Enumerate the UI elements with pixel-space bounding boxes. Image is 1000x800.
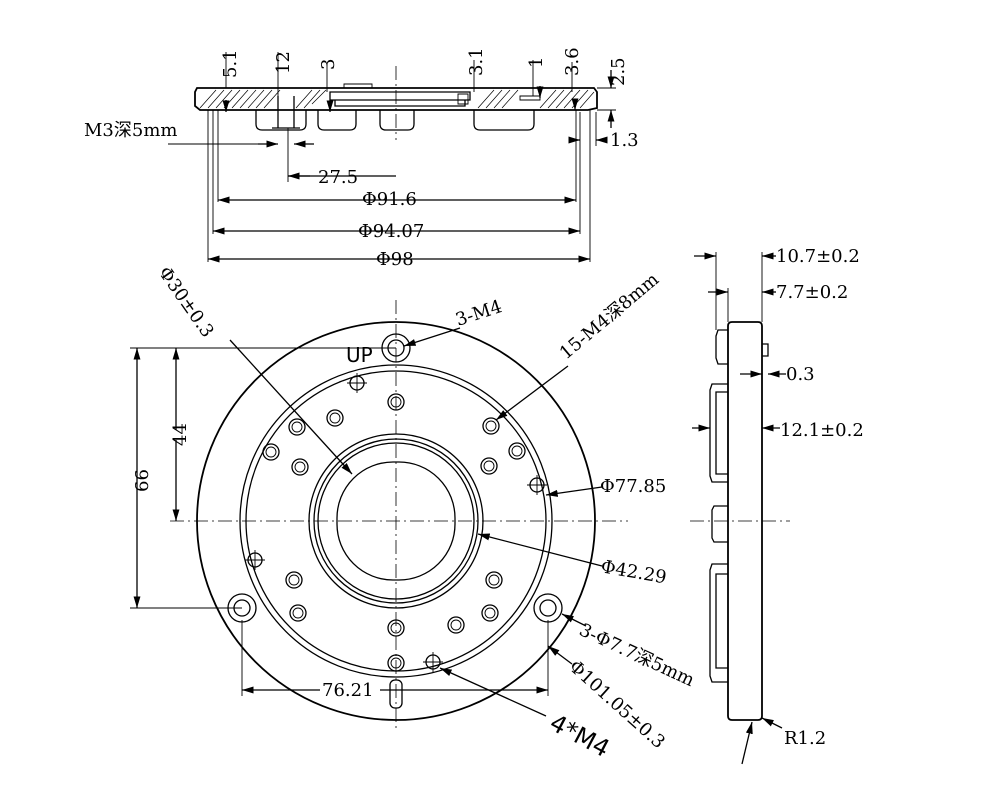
dim-76-21: 76.21 xyxy=(322,680,374,701)
dim-27-5: 27.5 xyxy=(318,167,358,188)
dim-2-5: 2.5 xyxy=(608,57,629,86)
dim-12: 12 xyxy=(273,51,294,74)
dim-dia-30: Φ30±0.3 xyxy=(154,263,218,342)
dim-4-m4: 4*M4 xyxy=(545,709,614,763)
dim-r1-2: R1.2 xyxy=(784,728,826,749)
m4-hole-pattern xyxy=(262,393,526,672)
dim-1-3: 1.3 xyxy=(610,130,639,151)
bottom-slot xyxy=(389,679,403,709)
right-hatch xyxy=(477,89,595,109)
hole-right-outer xyxy=(533,593,563,623)
front-plan-view: UP 66 44 Φ30±0.3 3-M4 15-M4深8mm Φ77.85 Φ… xyxy=(130,263,698,763)
hole-right-inner xyxy=(539,599,557,617)
dim-3: 3 xyxy=(318,59,339,70)
dim-dia-91-6: Φ91.6 xyxy=(362,189,417,210)
dim-dia-98: Φ98 xyxy=(376,249,414,270)
top-section-view: 5.1 12 3 3.1 1 3.6 2.5 1.3 M3深5mm 27.5 xyxy=(84,47,639,270)
dim-44: 44 xyxy=(170,423,191,446)
up-mark: UP xyxy=(346,343,373,367)
dim-m3: M3深5mm xyxy=(84,120,177,141)
dim-dia-77-85: Φ77.85 xyxy=(600,476,666,497)
dim-66: 66 xyxy=(132,469,153,492)
dim-3-m4: 3-M4 xyxy=(453,296,505,331)
dim-12-1: 12.1±0.2 xyxy=(780,420,864,441)
mid-circle-outer xyxy=(239,364,553,678)
dim-0-3: 0.3 xyxy=(786,364,815,385)
side-view: 10.7±0.2 7.7±0.2 0.3 12.1±0.2 R1.2 xyxy=(690,246,864,765)
dim-7-7: 7.7±0.2 xyxy=(776,282,848,303)
dim-3-1: 3.1 xyxy=(466,47,487,76)
dim-dia-94-07: Φ94.07 xyxy=(358,221,424,242)
dim-15-m4: 15-M4深8mm xyxy=(556,269,663,364)
dim-1: 1 xyxy=(526,57,547,68)
dim-5-1: 5.1 xyxy=(220,49,241,78)
dim-dia-42-29: Φ42.29 xyxy=(599,556,668,588)
left-hatch xyxy=(199,89,327,109)
m4-4-holes xyxy=(245,373,547,672)
dim-3-6: 3.6 xyxy=(562,47,583,76)
dim-10-7: 10.7±0.2 xyxy=(776,246,860,267)
